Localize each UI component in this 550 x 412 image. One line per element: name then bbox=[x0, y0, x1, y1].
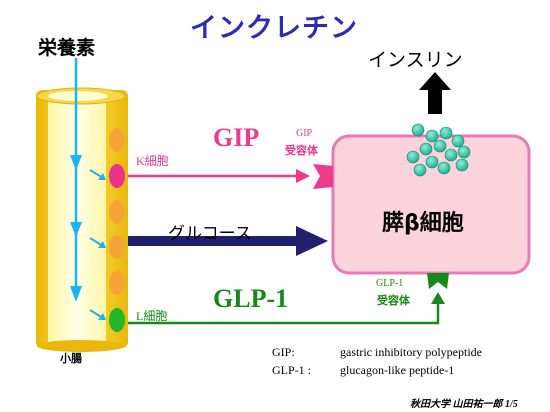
insulin-granule bbox=[419, 142, 433, 156]
insulin-granule bbox=[425, 129, 439, 143]
nutrient-arrowhead bbox=[70, 155, 82, 170]
gip-arrow bbox=[128, 164, 333, 189]
epithelial-cell bbox=[109, 271, 125, 295]
gip-receptor bbox=[313, 164, 333, 189]
nutrient-arrows bbox=[70, 58, 106, 320]
insulin-granule bbox=[425, 155, 439, 169]
epithelial-cell bbox=[109, 235, 125, 259]
beta-cell-label: 膵β細胞 bbox=[382, 211, 464, 236]
arrow-head bbox=[419, 72, 451, 90]
arrow-shaft bbox=[428, 88, 442, 114]
glp1-arrow bbox=[128, 273, 449, 325]
l-cell-label: L細胞 bbox=[136, 309, 168, 323]
epithelial-cell bbox=[109, 128, 125, 152]
k-cell-label: K細胞 bbox=[136, 154, 169, 168]
glucose-arrow-shaft bbox=[128, 236, 300, 246]
abbreviation-meaning: gastric inhibitory polypeptide bbox=[340, 345, 482, 359]
abbreviation-meaning: glucagon-like peptide-1 bbox=[340, 363, 455, 377]
insulin-label: インスリン bbox=[368, 49, 463, 71]
intestine-bottom bbox=[37, 340, 125, 352]
arrowhead bbox=[98, 173, 106, 180]
epithelial-cell bbox=[109, 200, 125, 224]
insulin-granule bbox=[406, 150, 420, 164]
gip-label: GIP bbox=[213, 123, 260, 152]
l-cell bbox=[109, 308, 125, 332]
insulin-secretion-arrow bbox=[419, 72, 451, 114]
insulin-granule bbox=[457, 145, 471, 159]
glp1-arrowhead bbox=[431, 292, 445, 304]
glp1-receptor-label-line2: 受容体 bbox=[377, 294, 410, 307]
epithelial-cells bbox=[109, 128, 125, 332]
gip-receptor-label-line1: GIP bbox=[296, 128, 313, 139]
insulin-granule bbox=[455, 158, 469, 172]
glucose-label: グルコース bbox=[168, 224, 252, 244]
credit-footer: 秋田大学 山田祐一郎 1/5 bbox=[410, 399, 518, 410]
arrowhead bbox=[98, 313, 106, 320]
insulin-granule bbox=[411, 123, 425, 137]
page-title: インクレチン bbox=[190, 13, 358, 44]
insulin-granule bbox=[451, 134, 465, 148]
gip-receptor-label-line2: 受容体 bbox=[285, 144, 318, 157]
nutrient-arrowhead bbox=[70, 222, 82, 237]
small-intestine-label: 小腸 bbox=[60, 352, 82, 365]
intestine-lumen-opening bbox=[48, 91, 108, 101]
abbreviation-term: GIP: bbox=[272, 345, 295, 359]
gip-arrowhead bbox=[296, 169, 310, 183]
insulin-granule bbox=[439, 126, 453, 140]
glucose-arrow bbox=[128, 226, 328, 256]
insulin-granule bbox=[413, 163, 427, 177]
insulin-granule bbox=[437, 161, 451, 175]
glp1-label: GLP-1 bbox=[213, 284, 289, 313]
glp1-arrow-line bbox=[128, 302, 440, 325]
abbreviation-term: GLP-1 : bbox=[272, 363, 311, 377]
insulin-granules bbox=[406, 123, 471, 177]
k-cell bbox=[109, 164, 125, 188]
insulin-granule bbox=[433, 139, 447, 153]
glp1-receptor-label-line1: GLP-1 bbox=[376, 278, 404, 289]
nutrients-label: 栄養素 bbox=[38, 37, 96, 59]
arrowhead bbox=[98, 241, 106, 248]
glp1-receptor bbox=[427, 273, 449, 289]
nutrient-arrowhead bbox=[70, 286, 82, 302]
glucose-arrowhead bbox=[296, 226, 328, 256]
insulin-granule bbox=[444, 148, 458, 162]
